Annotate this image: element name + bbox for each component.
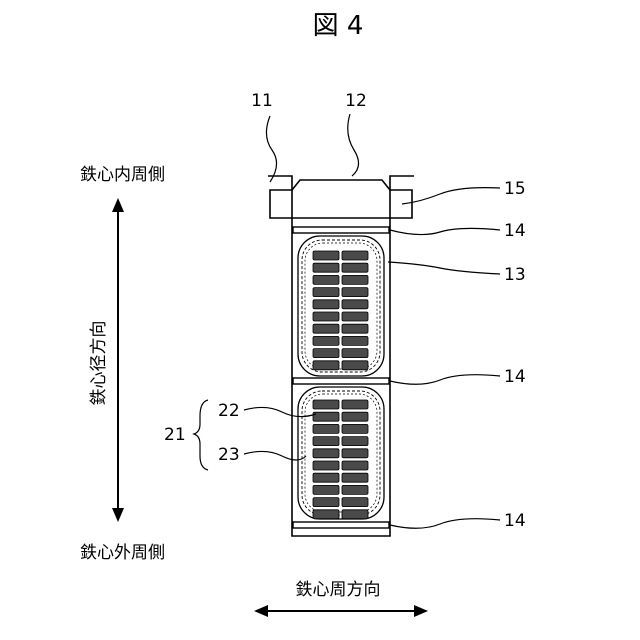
lower-coil-conductor <box>313 424 339 433</box>
upper-coil-conductor <box>313 336 339 345</box>
ref-12: 12 <box>345 91 367 111</box>
upper-coil-conductor <box>342 263 368 272</box>
outer-side-label: 鉄心外周側 <box>80 543 165 563</box>
lower-coil-conductor <box>342 510 368 519</box>
lower-coil-conductor <box>342 400 368 409</box>
upper-coil-conductor <box>313 251 339 260</box>
lower-coil-conductor <box>342 437 368 446</box>
spacer-middle <box>293 378 389 384</box>
lower-coil-conductor <box>313 437 339 446</box>
lower-coil-conductor <box>313 461 339 470</box>
lower-coil-conductor <box>342 498 368 507</box>
circumferential-direction-label: 鉄心周方向 <box>296 580 381 600</box>
upper-coil-conductor <box>342 300 368 309</box>
spacer-bottom <box>293 522 389 528</box>
lower-coil-conductor <box>313 400 339 409</box>
lower-coil-conductor <box>313 510 339 519</box>
ref-22: 22 <box>218 401 240 421</box>
leader-14-top <box>390 228 500 234</box>
upper-coil-conductor <box>342 361 368 370</box>
upper-coil-conductor <box>342 288 368 297</box>
lower-coil-conductor <box>313 498 339 507</box>
lower-coil-conductor <box>342 461 368 470</box>
ref-14-top: 14 <box>504 221 526 241</box>
wedge-15 <box>292 180 390 218</box>
inner-side-label: 鉄心内周側 <box>80 165 165 185</box>
figure-title: 図 4 <box>313 11 364 41</box>
lower-coil-conductor <box>313 485 339 494</box>
upper-coil-conductor <box>342 349 368 358</box>
lower-coil-conductor <box>313 412 339 421</box>
ref-15: 15 <box>504 179 526 199</box>
ref-11: 11 <box>251 91 273 111</box>
circumferential-direction-arrow <box>254 605 428 617</box>
ref-13: 13 <box>504 265 526 285</box>
ref-23: 23 <box>218 445 240 465</box>
lower-coil-conductor <box>342 424 368 433</box>
upper-coil-conductor <box>342 312 368 321</box>
radial-direction-arrow <box>112 198 124 522</box>
lower-coil-21 <box>298 387 384 519</box>
leader-14-bottom <box>390 519 500 529</box>
upper-coil-conductor <box>313 288 339 297</box>
upper-coil-13 <box>298 236 384 376</box>
leader-23 <box>244 451 306 460</box>
leader-13 <box>388 262 500 274</box>
upper-coil-conductor <box>313 300 339 309</box>
lower-coil-conductor <box>342 449 368 458</box>
radial-direction-label: 鉄心径方向 <box>89 321 109 406</box>
lower-coil-conductor <box>342 412 368 421</box>
upper-coil-conductor <box>313 312 339 321</box>
upper-coil-conductor <box>342 336 368 345</box>
ref-21: 21 <box>164 425 186 445</box>
upper-coil-conductor <box>313 361 339 370</box>
upper-coil-conductor <box>313 349 339 358</box>
upper-coil-conductor <box>313 263 339 272</box>
brace-21 <box>194 400 208 470</box>
upper-coil-conductor <box>313 324 339 333</box>
leader-15 <box>402 188 500 204</box>
upper-coil-conductor <box>313 275 339 284</box>
spacer-top <box>293 227 389 233</box>
upper-coil-conductor <box>342 251 368 260</box>
ref-14-bottom: 14 <box>504 511 526 531</box>
lower-coil-conductor <box>313 449 339 458</box>
ref-14-mid: 14 <box>504 367 526 387</box>
lower-coil-conductor <box>313 473 339 482</box>
leader-12 <box>348 114 359 176</box>
upper-coil-conductor <box>342 324 368 333</box>
upper-coil-conductor <box>342 275 368 284</box>
leader-14-mid <box>390 375 500 385</box>
lower-coil-conductor <box>342 485 368 494</box>
leader-11 <box>266 116 276 182</box>
lower-coil-conductor <box>342 473 368 482</box>
